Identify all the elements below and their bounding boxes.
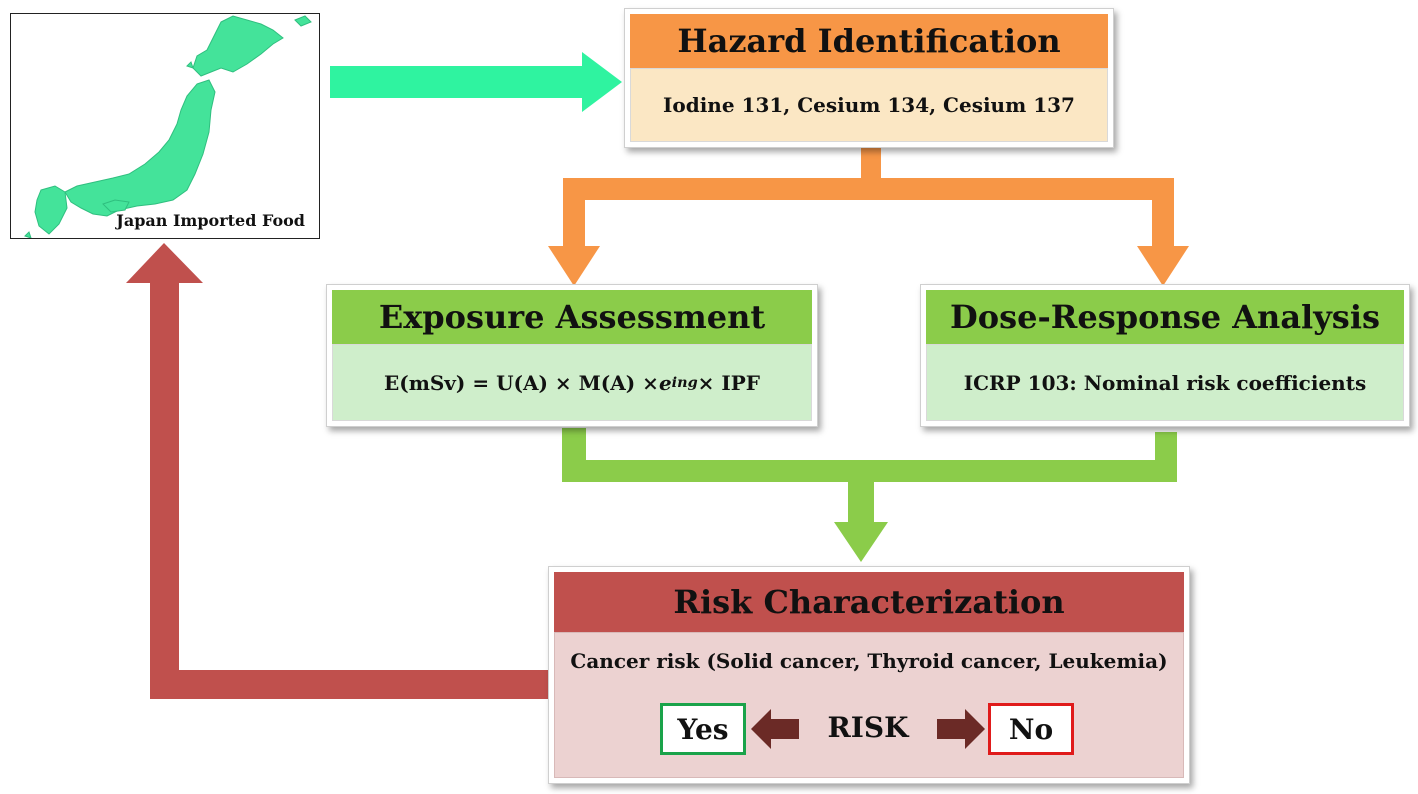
risk-body: Cancer risk (Solid cancer, Thyroid cance… bbox=[554, 632, 1184, 778]
formula-left: E(mSv) = U(A) × M(A) × bbox=[383, 370, 659, 395]
arrow-hazard-split bbox=[548, 148, 1189, 286]
formula-sub: ing bbox=[671, 374, 698, 391]
dose-body: ICRP 103: Nominal risk coefficients bbox=[926, 344, 1404, 421]
arrow-left-icon bbox=[751, 709, 799, 749]
japan-map-icon bbox=[24, 15, 312, 239]
risk-title: Risk Characterization bbox=[554, 572, 1184, 632]
hazard-body: Iodine 131, Cesium 134, Cesium 137 bbox=[630, 68, 1108, 142]
dose-response-box: Dose-Response Analysis ICRP 103: Nominal… bbox=[920, 284, 1410, 427]
arrow-right-icon bbox=[937, 709, 985, 749]
yes-box: Yes bbox=[660, 703, 746, 755]
arrow-map-to-hazard bbox=[330, 52, 622, 112]
map-caption: Japan Imported Food bbox=[116, 211, 305, 230]
arrow-feedback-loop bbox=[126, 243, 550, 699]
dose-title: Dose-Response Analysis bbox=[926, 290, 1404, 344]
exposure-title: Exposure Assessment bbox=[332, 290, 812, 344]
risk-description: Cancer risk (Solid cancer, Thyroid cance… bbox=[570, 649, 1168, 673]
hazard-title: Hazard Identification bbox=[630, 14, 1108, 68]
hazard-identification-box: Hazard Identification Iodine 131, Cesium… bbox=[624, 8, 1114, 148]
exposure-assessment-box: Exposure Assessment E(mSv) = U(A) × M(A)… bbox=[326, 284, 818, 427]
no-box: No bbox=[988, 703, 1074, 755]
formula-var: e bbox=[658, 370, 672, 395]
formula-right: × IPF bbox=[697, 370, 760, 395]
arrow-merge-to-risk bbox=[562, 428, 1177, 562]
risk-characterization-box: Risk Characterization Cancer risk (Solid… bbox=[548, 566, 1190, 784]
risk-label: RISK bbox=[827, 711, 909, 744]
japan-map-panel: Japan Imported Food bbox=[10, 13, 320, 239]
